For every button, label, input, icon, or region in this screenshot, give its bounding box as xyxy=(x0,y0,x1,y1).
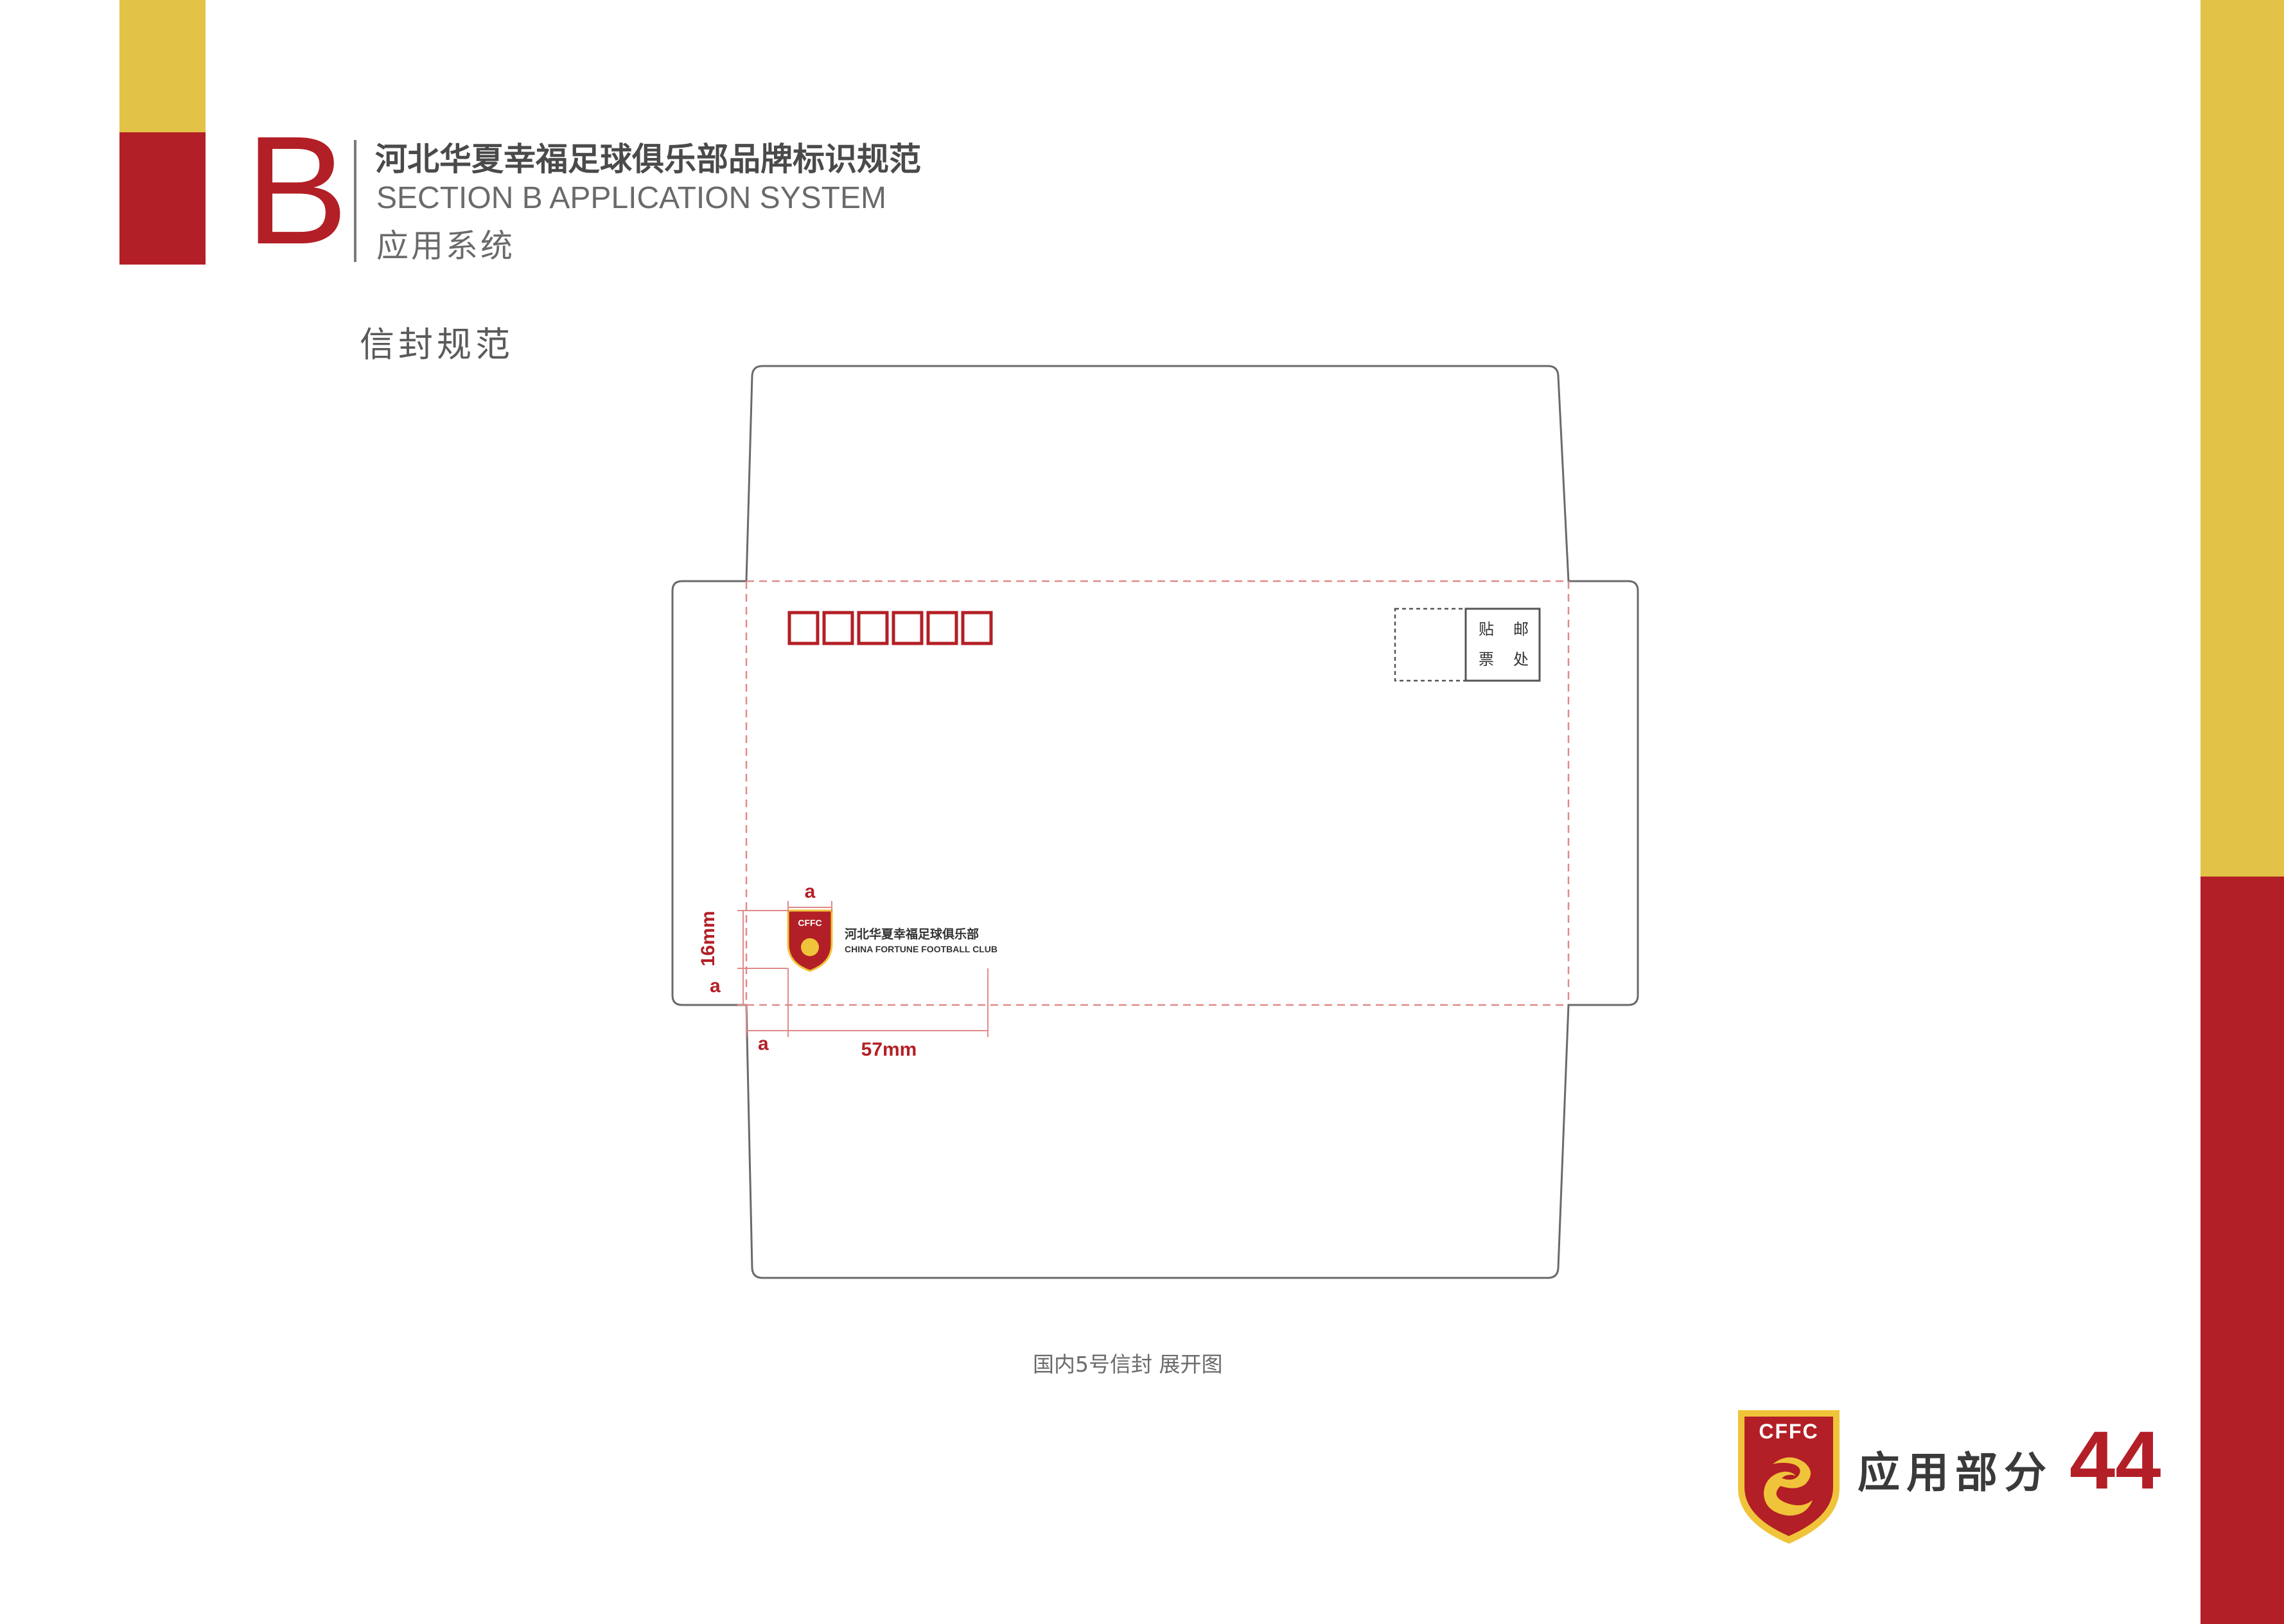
dim-label-a-top: a xyxy=(805,881,816,902)
postcode-boxes xyxy=(787,611,993,645)
header-title-en: SECTION B APPLICATION SYSTEM xyxy=(376,181,886,215)
postcode-box xyxy=(961,611,993,645)
dim-label-a-bottom: a xyxy=(758,1033,769,1054)
page-heading: 信封规范 xyxy=(360,324,514,365)
right-red-bar xyxy=(2201,877,2284,1624)
postcode-box xyxy=(857,611,889,645)
postcode-box xyxy=(787,611,820,645)
footer-crest-text: CFFC xyxy=(1759,1420,1818,1443)
envelope-logo: CFFC 河北华夏幸福足球俱乐部 CHINA FORTUNE FOOTBALL … xyxy=(787,909,997,972)
dim-label-57mm: 57mm xyxy=(861,1039,917,1060)
stamp-char-1: 贴 xyxy=(1479,620,1494,638)
postcode-box xyxy=(892,611,924,645)
postcode-box xyxy=(926,611,958,645)
stamp-char-3: 票 xyxy=(1479,650,1494,668)
stamp-area: 贴 邮 票 处 xyxy=(1394,607,1541,682)
envelope-crest-text: CFFC xyxy=(798,918,821,928)
envelope-crest-dragon-icon xyxy=(801,938,819,956)
postcode-box xyxy=(822,611,854,645)
stamp-char-2: 邮 xyxy=(1513,620,1529,638)
fold-lines xyxy=(745,580,1570,1006)
left-red-bar xyxy=(119,132,206,265)
header-title-cn: 河北华夏幸福足球俱乐部品牌标识规范 xyxy=(375,141,921,178)
left-yellow-bar xyxy=(119,0,206,132)
stamp-char-4: 处 xyxy=(1513,650,1529,668)
cffc-crest-icon: CFFC xyxy=(1738,1410,1840,1544)
envelope-caption: 国内5号信封 展开图 xyxy=(1033,1352,1223,1377)
page-number: 44 xyxy=(2069,1415,2161,1506)
envelope-logo-text-en: CHINA FORTUNE FOOTBALL CLUB xyxy=(845,944,997,954)
footer-section-label: 应用部分 xyxy=(1858,1448,2053,1497)
dim-label-a-left: a xyxy=(710,975,721,997)
right-yellow-bar xyxy=(2201,0,2284,877)
envelope-outline xyxy=(671,365,1639,1279)
footer-crest-dragon-icon xyxy=(1764,1457,1813,1516)
envelope-logo-text-cn: 河北华夏幸福足球俱乐部 xyxy=(845,927,979,941)
dimension-lines xyxy=(737,901,988,1037)
dim-label-16mm: 16mm xyxy=(698,911,719,966)
header-subtitle-cn: 应用系统 xyxy=(376,227,515,265)
header-divider xyxy=(354,140,356,262)
section-letter: B xyxy=(245,104,348,276)
